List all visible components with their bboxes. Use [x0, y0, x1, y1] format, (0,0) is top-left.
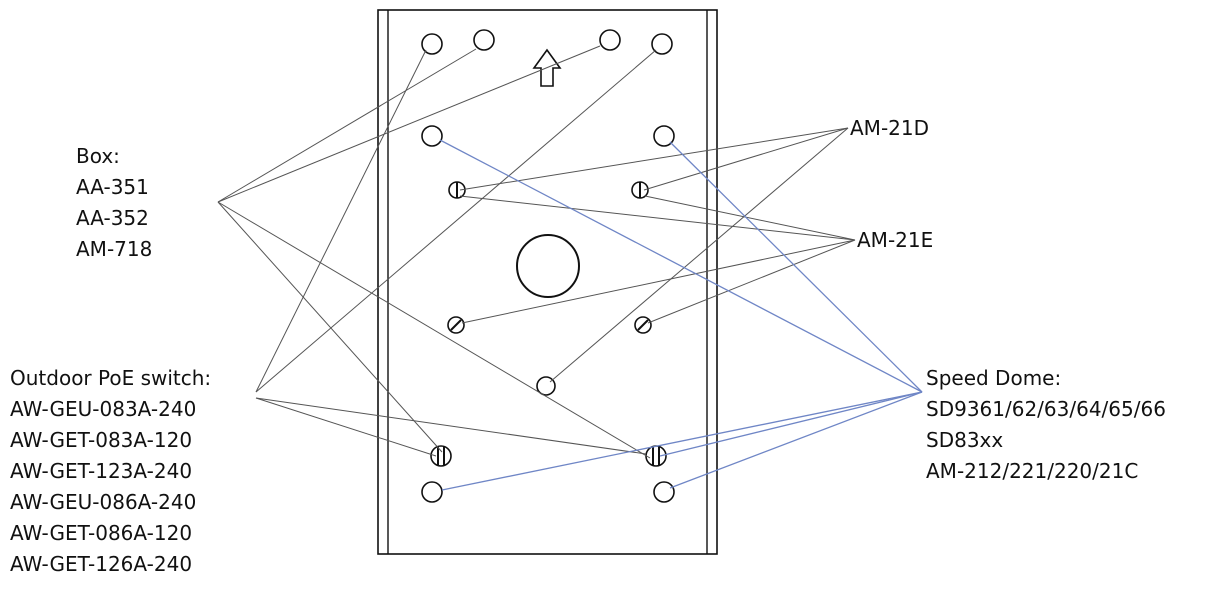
slot-hole-mid-right: [634, 316, 652, 334]
hole-dome-upper-right: [653, 125, 675, 147]
slot-hole-lower-right: [645, 445, 667, 467]
leader-lines-box: [217, 45, 651, 459]
speed-dome-item: SD9361/62/63/64/65/66: [926, 397, 1166, 421]
poe-item: AW-GEU-086A-240: [10, 490, 196, 514]
slot-hole-lower-left: [430, 445, 452, 467]
slot-hole-mid-left: [447, 316, 465, 334]
poe-item: AW-GET-123A-240: [10, 459, 192, 483]
box-item: AM-718: [76, 237, 152, 261]
mounting-plate: [377, 9, 718, 555]
slot-hole-upper-right: [631, 181, 649, 199]
am21e-label: AM-21E: [857, 228, 933, 252]
speed-dome-item: AM-212/221/220/21C: [926, 459, 1138, 483]
poe-item: AW-GEU-083A-240: [10, 397, 196, 421]
am21d-label: AM-21D: [850, 116, 929, 140]
box-item: AA-352: [76, 206, 149, 230]
hole-bottom-left: [421, 481, 443, 503]
hole-bottom-right: [653, 481, 675, 503]
leader-lines-am21d: [459, 127, 849, 383]
leader-lines-speed-dome: [439, 139, 923, 491]
label-group-poe: Outdoor PoE switch: AW-GEU-083A-240 AW-G…: [10, 366, 211, 576]
leader-lines-am21e: [459, 195, 856, 324]
leader-lines-poe: [255, 49, 657, 457]
hole-top-2: [473, 29, 495, 51]
poe-item: AW-GET-086A-120: [10, 521, 192, 545]
poe-item: AW-GET-083A-120: [10, 428, 192, 452]
poe-title: Outdoor PoE switch:: [10, 366, 211, 390]
plate-outline: [377, 9, 718, 555]
speed-dome-item: SD83xx: [926, 428, 1003, 452]
cable-hole: [516, 234, 580, 298]
hole-dome-upper-left: [421, 125, 443, 147]
speed-dome-title: Speed Dome:: [926, 366, 1061, 390]
hole-top-1: [421, 33, 443, 55]
label-group-box: Box: AA-351 AA-352 AM-718: [76, 144, 152, 261]
hole-top-4: [651, 33, 673, 55]
box-title: Box:: [76, 144, 120, 168]
label-group-speed-dome: Speed Dome: SD9361/62/63/64/65/66 SD83xx…: [926, 366, 1166, 483]
up-arrow-icon: [532, 48, 562, 87]
hole-top-3: [599, 29, 621, 51]
hole-lower-middle: [536, 376, 556, 396]
poe-item: AW-GET-126A-240: [10, 552, 192, 576]
box-item: AA-351: [76, 175, 149, 199]
slot-hole-upper-left: [448, 181, 466, 199]
